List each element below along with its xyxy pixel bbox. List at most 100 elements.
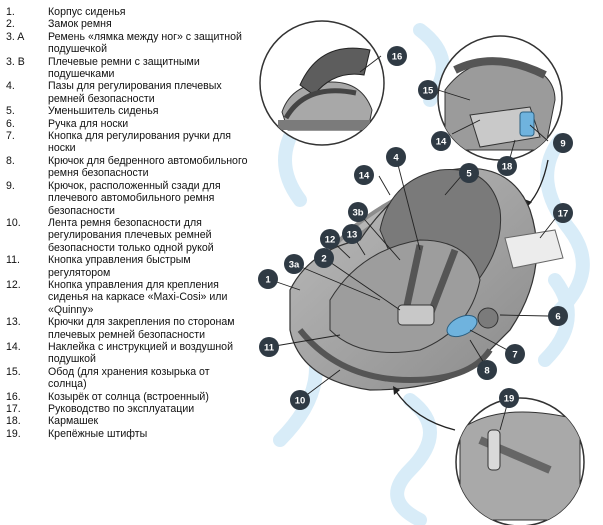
svg-text:13: 13 [347, 230, 358, 241]
callout-19: 19 [499, 388, 519, 408]
part-number: 13. [6, 316, 21, 329]
part-item-15: 15. Обод (для хранения козырька от солнца… [0, 366, 250, 391]
part-number: 12. [6, 278, 21, 291]
part-number: 14. [6, 340, 21, 353]
part-item-19: 19. Крепёжные штифты [0, 428, 250, 440]
svg-text:19: 19 [504, 394, 515, 405]
part-number: 1. [6, 6, 15, 18]
part-item-18: 18. Кармашек [0, 415, 250, 427]
svg-text:9: 9 [560, 139, 565, 150]
inset-sun-visor [259, 20, 385, 146]
part-label: Руководство по эксплуатации [48, 403, 195, 415]
svg-text:12: 12 [325, 235, 336, 246]
inset-arrow-bottom-head [393, 386, 400, 395]
part-label: Крючки для закрепления по сторонам плече… [48, 316, 235, 341]
part-number: 7. [6, 130, 15, 143]
part-number: 19. [6, 427, 21, 440]
part-item-6: 6.Ручка для носки [0, 118, 250, 130]
part-label: Кнопка управления быстрым регулятором [48, 254, 191, 279]
part-item-10: 10.Лента ремня безопасности для регулиро… [0, 217, 250, 254]
part-item-2: 2. Замок ремня [0, 18, 250, 30]
part-item-13: 13. Крючки для закрепления по сторонам пл… [0, 316, 250, 341]
svg-text:8: 8 [484, 366, 489, 377]
callout-3a: 3a [284, 254, 304, 274]
part-label: Крепёжные штифты [48, 427, 148, 440]
part-label: Пазы для регулирования плечевых ремней б… [48, 80, 222, 105]
part-label: Уменьшитель сиденья [48, 105, 159, 118]
svg-text:1: 1 [265, 275, 271, 286]
part-item-1: 1. Корпус сиденья [0, 6, 250, 18]
callout-9: 9 [553, 133, 573, 153]
part-number: 6. [6, 117, 15, 130]
callout-10: 10 [290, 390, 310, 410]
svg-text:2: 2 [321, 254, 326, 265]
callout-6: 6 [548, 306, 568, 326]
svg-text:17: 17 [558, 209, 569, 220]
part-label: Замок ремня [48, 18, 112, 31]
callout-17: 17 [553, 203, 573, 223]
svg-text:7: 7 [512, 350, 517, 361]
callout-14-main: 14 [354, 165, 374, 185]
callout-3b: 3b [348, 202, 368, 222]
part-number: 10. [6, 216, 21, 229]
part-label: Обод (для хранения козырька от солнца) [48, 365, 210, 391]
part-number: 9. [6, 179, 15, 192]
part-label: Плечевые ремни с защитными подушечками [48, 55, 200, 81]
callout-7: 7 [505, 344, 525, 364]
callout-15: 15 [418, 80, 438, 100]
svg-text:14: 14 [436, 137, 447, 148]
part-label: Козырёк от солнца (встроенный) [48, 390, 209, 403]
inset-handle-pocket [437, 35, 563, 161]
part-item-11: 11. Кнопка управления быстрым регулятором [0, 254, 250, 279]
inset-fixing-pins [455, 397, 585, 525]
part-number: 15. [6, 365, 21, 378]
part-number: 11. [6, 254, 20, 267]
part-item-4: 4. Пазы для регулирования плечевых ремней… [0, 80, 250, 105]
part-item-12: 12.Кнопка управления для крепления сиден… [0, 279, 250, 316]
part-label: Ремень «лямка между ног» с защитной поду… [48, 30, 242, 56]
part-item-14: 14. Наклейка с инструкцией и воздушной по… [0, 341, 250, 366]
part-label: Корпус сиденья [48, 6, 126, 18]
svg-text:3b: 3b [352, 208, 363, 219]
callout-16: 16 [387, 46, 407, 66]
svg-text:3a: 3a [289, 260, 300, 271]
car-seat-main [289, 167, 538, 391]
part-number: 2. [6, 18, 15, 31]
parts-list: 1. Корпус сиденья 2. Замок ремня 3. A Ремен… [0, 6, 250, 440]
callout-12: 12 [320, 229, 340, 249]
callout-18: 18 [497, 156, 517, 176]
svg-text:11: 11 [264, 343, 275, 354]
part-label: Крючок, расположенный сзади для плечевог… [48, 179, 221, 217]
part-item-7: 7.Кнопка для регулирования ручки для нос… [0, 130, 250, 155]
part-number: 3. A [6, 30, 25, 43]
callout-8: 8 [477, 360, 497, 380]
callout-2: 2 [314, 248, 334, 268]
part-number: 18. [6, 415, 21, 428]
svg-text:4: 4 [393, 153, 399, 164]
part-item-9: 9. Крючок, расположенный сзади для плечев… [0, 180, 250, 217]
svg-text:18: 18 [502, 162, 513, 173]
callout-5: 5 [459, 163, 479, 183]
callout-14-top: 14 [431, 131, 451, 151]
callout-11: 11 [259, 337, 279, 357]
svg-text:15: 15 [423, 86, 434, 97]
part-label: Кармашек [48, 415, 99, 428]
callout-4: 4 [386, 147, 406, 167]
part-item-5: 5.Уменьшитель сиденья [0, 105, 250, 117]
part-number: 17. [6, 403, 21, 415]
part-number: 4. [6, 80, 15, 93]
part-number: 8. [6, 154, 15, 167]
svg-text:5: 5 [466, 169, 472, 180]
part-item-8: 8.Крючок для бедренного автомобильного р… [0, 155, 250, 180]
callout-1: 1 [258, 269, 278, 289]
svg-text:16: 16 [392, 52, 403, 63]
svg-text:14: 14 [359, 171, 370, 182]
part-label: Наклейка с инструкцией и воздушной подуш… [48, 340, 233, 366]
inset-arrow-bottom [394, 389, 456, 431]
svg-text:6: 6 [555, 312, 560, 323]
callout-13: 13 [342, 224, 362, 244]
leader-lines [267, 55, 559, 431]
part-item-3a: 3. A Ремень «лямка между ног» с защитной … [0, 31, 250, 56]
part-item-16: 16.Козырёк от солнца (встроенный) [0, 391, 250, 403]
